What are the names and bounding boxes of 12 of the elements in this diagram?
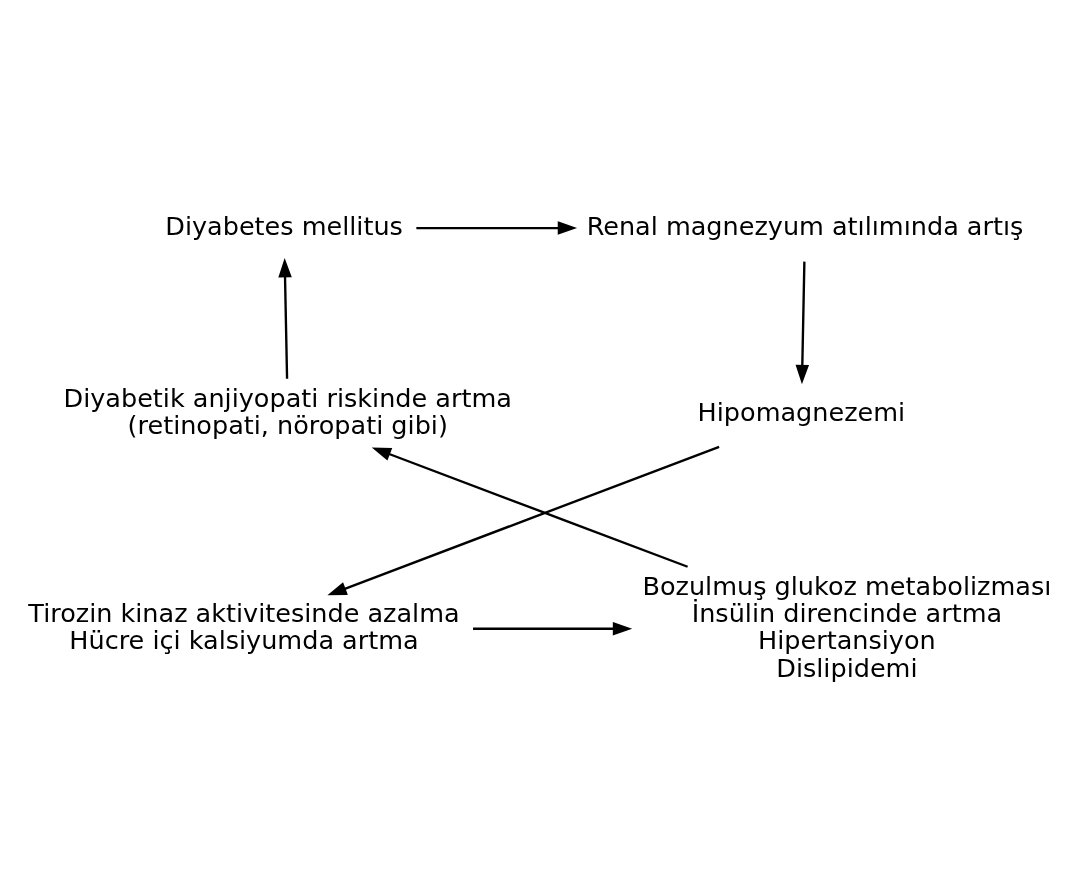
arrow <box>795 261 810 385</box>
arrow <box>327 445 720 596</box>
arrow <box>278 258 292 379</box>
node-text: Hipomagnezemi <box>697 396 906 427</box>
node-text: Renal magnezyum atılımında artış <box>586 210 1024 241</box>
node-text: Bozulmuş glukoz metabolizması İnsülin direncinde artma Hipertansiyon Dislipidemi <box>642 570 1052 683</box>
node-text: Diyabetik anjiyopati riskinde artma (retinopati, nöropati gibi) <box>63 382 512 441</box>
arrow <box>371 447 689 568</box>
node-text: Diyabetes mellitus <box>165 210 403 241</box>
arrow <box>473 622 633 636</box>
node-text: Tirozin kinaz aktivitesinde azalma Hücre içi kalsiyumda artma <box>28 597 460 656</box>
arrow <box>416 221 578 235</box>
